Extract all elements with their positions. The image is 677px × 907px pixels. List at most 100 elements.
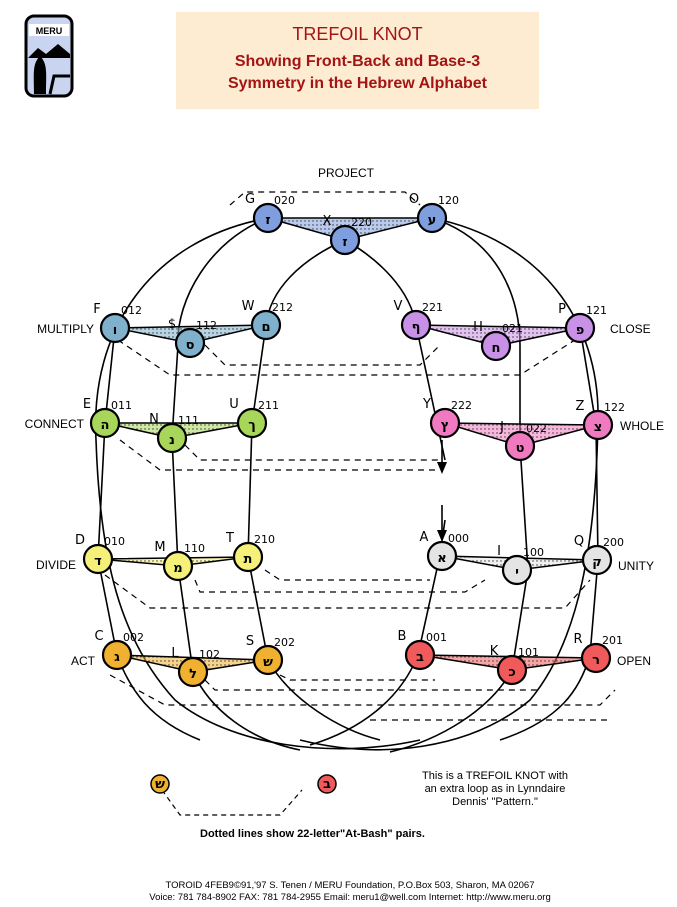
function-label-close: CLOSE <box>610 322 651 336</box>
node-code: 101 <box>518 646 539 659</box>
node-code: 102 <box>199 648 220 661</box>
hebrew-glyph: ו <box>113 323 117 338</box>
node-latin-label: D <box>75 533 85 548</box>
hebrew-glyph: ם <box>261 320 270 335</box>
hebrew-glyph: ף <box>412 320 421 335</box>
node-code: 222 <box>451 399 472 412</box>
note-line-1: This is a TREFOIL KNOT with <box>422 770 568 782</box>
node-latin-label: E <box>83 397 91 412</box>
node-latin-label: N <box>149 412 159 427</box>
node-circle <box>162 550 194 582</box>
node-circle <box>404 639 436 671</box>
legend-shin-node <box>150 774 170 794</box>
node-code: 001 <box>426 631 447 644</box>
node-circle <box>236 407 268 439</box>
hebrew-glyph: ה <box>101 418 110 433</box>
page-title: TREFOIL KNOT <box>292 24 423 44</box>
hebrew-glyph: צ <box>594 420 603 435</box>
legend-right-glyph: ב <box>323 777 331 792</box>
node-code: 010 <box>104 535 125 548</box>
node-latin-label: M <box>154 540 165 555</box>
node-latin-label: L <box>171 646 179 661</box>
node-circle <box>496 654 528 686</box>
node-latin-label: A <box>420 530 429 545</box>
node-circle <box>501 554 533 586</box>
function-label-project: PROJECT <box>318 166 375 180</box>
node-code: 112 <box>196 319 217 332</box>
function-label-open: OPEN <box>617 654 651 668</box>
node-circle <box>174 327 206 359</box>
node-latin-label: P <box>558 302 566 317</box>
node-latin-label: $ <box>168 317 176 332</box>
legend-diagram: ש ב <box>150 774 337 816</box>
node-code: 020 <box>274 194 295 207</box>
hebrew-glyph: ד <box>94 554 102 569</box>
node-circle <box>101 639 133 671</box>
logo-text: MERU <box>36 26 63 36</box>
function-label-unity: UNITY <box>618 559 654 573</box>
node-code: 210 <box>254 533 275 546</box>
footer-line-2: Voice: 781 784-8902 FAX: 781 784-2955 Em… <box>149 892 551 903</box>
hebrew-glyph: ז <box>265 213 270 228</box>
hebrew-glyph: פ <box>576 323 585 338</box>
footer: TOROID 4FEB9©91,'97 S. Tenen / MERU Foun… <box>90 880 610 904</box>
node-latin-label: Z <box>576 399 585 414</box>
flow-arrows <box>437 440 447 542</box>
node-code: 111 <box>178 414 199 427</box>
node-code: 122 <box>604 401 625 414</box>
node-circle <box>416 202 448 234</box>
trefoil-note: This is a TREFOIL KNOT with an extra loo… <box>400 770 590 809</box>
hebrew-glyph: ט <box>516 441 525 456</box>
node-code: 021 <box>502 322 523 335</box>
node-latin-label: Q <box>574 534 584 549</box>
node-latin-label: X <box>323 214 332 229</box>
subtitle-line-2: Symmetry in the Hebrew Alphabet <box>227 75 488 92</box>
node-circle <box>252 202 284 234</box>
node-circle <box>232 541 264 573</box>
node-circle <box>400 309 432 341</box>
meru-logo: MERU <box>24 14 74 98</box>
function-label-divide: DIVIDE <box>36 558 76 572</box>
hebrew-glyph: א <box>437 551 446 566</box>
hebrew-glyph: ז <box>342 235 347 250</box>
hebrew-glyph: ב <box>416 650 424 665</box>
at-bash-dashed-lines <box>104 191 616 721</box>
hebrew-glyph: ק <box>592 555 602 570</box>
node-latin-label: U <box>229 397 239 412</box>
node-latin-label: V <box>394 299 403 314</box>
node-circle <box>480 330 512 362</box>
node-latin-label: B <box>398 629 407 644</box>
node-circle <box>564 312 596 344</box>
node-circle <box>89 407 121 439</box>
node-circle <box>329 224 361 256</box>
hebrew-glyph: ע <box>428 213 437 228</box>
node-circle <box>581 544 613 576</box>
node-code: 121 <box>586 304 607 317</box>
node-circle <box>429 407 461 439</box>
node-z: צZ 122 <box>576 399 625 441</box>
arrow-down-icon <box>437 530 447 542</box>
node-circle <box>177 656 209 688</box>
hebrew-glyph: ל <box>189 667 197 682</box>
hebrew-glyph: ר <box>592 653 600 668</box>
node-latin-label: F <box>93 302 100 317</box>
node-code: 100 <box>523 546 544 559</box>
arrow-down-icon <box>437 462 447 474</box>
hebrew-glyph: ך <box>248 418 256 433</box>
node-code: 022 <box>526 422 547 435</box>
node-circle <box>504 430 536 462</box>
title-box: TREFOIL KNOT Showing Front-Back and Base… <box>176 12 539 109</box>
node-d: דD 010 <box>75 533 125 575</box>
legend-bet-node <box>317 774 337 794</box>
